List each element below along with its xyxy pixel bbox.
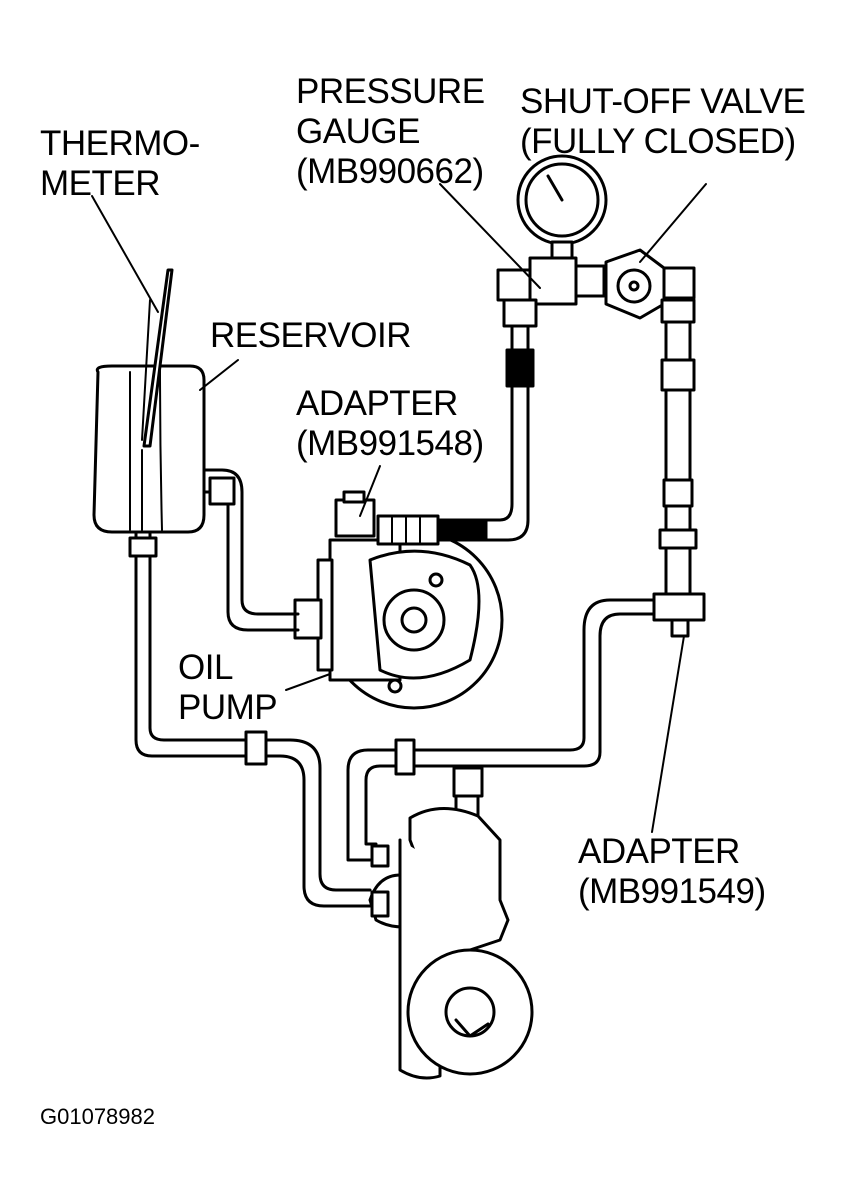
adapter-mb991548-label-line-1: ADAPTER: [296, 384, 458, 423]
pressure-gauge-label-line-1: PRESSURE: [296, 72, 485, 111]
thermometer: [141, 268, 174, 448]
thermometer-label-line-2: METER: [40, 164, 160, 203]
adapter-mb991549-label: ADAPTER (MB991549): [578, 832, 766, 912]
adapter-mb991549-label-line-2: (MB991549): [578, 872, 766, 911]
shutoff-valve-label-line-1: SHUT-OFF VALVE: [520, 82, 806, 121]
pressure-gauge-label: PRESSURE GAUGE (MB990662): [296, 72, 485, 192]
hoses: [128, 298, 706, 908]
adapter-mb991548-label-line-2: (MB991548): [296, 424, 484, 463]
adapter-mb991549-leader: [651, 635, 685, 833]
shutoff-valve-leader: [639, 183, 707, 263]
shutoff-valve-label-line-2: (FULLY CLOSED): [520, 122, 796, 161]
reservoir-leader: [199, 359, 239, 391]
pressure-gauge-label-line-2: GAUGE: [296, 112, 420, 151]
oil-pump-label-line-2: PUMP: [178, 688, 278, 727]
oil-pump-label-line-1: OIL: [178, 648, 233, 687]
shutoff-valve-label: SHUT-OFF VALVE (FULLY CLOSED): [520, 82, 806, 162]
gauge-valve-manifold: [496, 256, 606, 328]
adapter-mb991549-label-line-1: ADAPTER: [578, 832, 740, 871]
oil-pump-leader: [285, 673, 331, 691]
reservoir-label: RESERVOIR: [210, 316, 412, 355]
adapter-mb991548-label: ADAPTER (MB991548): [296, 384, 484, 464]
reservoir: [92, 364, 206, 534]
pressure-gauge-leader: [439, 183, 541, 289]
thermometer-leader: [91, 195, 159, 313]
thermometer-label: THERMO- METER: [40, 124, 200, 204]
leader-lines: [91, 183, 707, 833]
thermometer-label-line-1: THERMO-: [40, 124, 200, 163]
adapter-mb991548: [376, 514, 488, 546]
oil-pump-label: OIL PUMP: [178, 648, 278, 728]
adapter-mb991548-leader: [359, 465, 381, 517]
pressure-gauge-label-line-3: (MB990662): [296, 152, 484, 191]
shutoff-valve: [604, 248, 696, 324]
figure-id: G01078982: [40, 1104, 155, 1129]
pressure-gauge: [516, 154, 608, 262]
steering-gear: [368, 766, 534, 1080]
